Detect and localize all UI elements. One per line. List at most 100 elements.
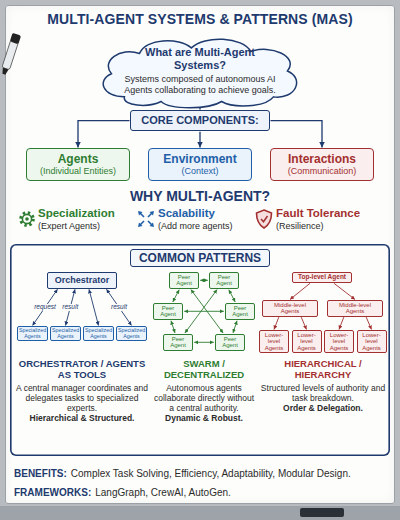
orchestrator-box: Orchestrator xyxy=(47,272,117,289)
node-heading: What are Multi-Agent Systems? xyxy=(122,46,278,72)
arrow-head xyxy=(138,223,143,228)
component-box: Interactions(Communication) xyxy=(270,148,374,181)
label-text: BENEFITS: xyxy=(14,468,67,479)
node-heading: Top-level Agent xyxy=(294,274,350,281)
node-body: (Individual Entities) xyxy=(31,166,125,177)
connector xyxy=(229,290,235,302)
node-heading: Peer Agent xyxy=(155,305,181,318)
label-text: (Resilience) xyxy=(276,221,390,232)
peer-box: Peer Agent xyxy=(225,303,255,320)
heading-box: CORE COMPONENTS: xyxy=(130,110,270,131)
eraser xyxy=(300,508,344,517)
connector xyxy=(33,289,58,325)
node-heading: Specialized Agents xyxy=(19,328,46,339)
label-text: Specialization xyxy=(38,207,142,221)
label-text: WHY MULTI-AGENT? xyxy=(0,188,400,205)
text-group: Specialization(Expert Agents) xyxy=(38,207,142,232)
peer-box: Peer Agent xyxy=(169,272,199,289)
level-box: Lower-level Agents xyxy=(259,330,289,353)
connector xyxy=(274,317,279,329)
label-text: SWARM / DECENTRALIZED xyxy=(152,358,256,381)
node-body: (Communication) xyxy=(275,166,369,177)
node-body: Systems composed of autonomous AI Agents… xyxy=(122,74,278,96)
label-text: Complex Task Solving, Efficiency, Adapta… xyxy=(71,468,351,479)
text-group: Fault Tolerance(Resilience) xyxy=(276,207,390,232)
connector xyxy=(200,280,208,281)
text-group: WHY MULTI-AGENT? xyxy=(0,188,400,205)
peer-box: Peer Agent xyxy=(215,334,245,351)
patterns-panel: COMMON PATTERNS OrchestratorSpecialized A… xyxy=(10,244,390,456)
shield-check xyxy=(261,216,268,222)
node-heading: Peer Agent xyxy=(217,336,243,349)
agent-box: Specialized Agents xyxy=(17,326,48,341)
node-heading: Specialized Agents xyxy=(85,328,112,339)
edge-label: request xyxy=(33,304,57,311)
label-text: Fault Tolerance xyxy=(276,207,390,221)
connector xyxy=(339,317,344,329)
agent-box: Specialized Agents xyxy=(50,326,81,341)
connector xyxy=(173,290,179,302)
level-box: Middle-level Agents xyxy=(327,300,383,317)
agent-box: Specialized Agents xyxy=(116,326,147,341)
arrow-head xyxy=(150,211,155,216)
connector xyxy=(271,121,323,148)
shield-outline xyxy=(257,210,272,228)
connector xyxy=(199,132,200,148)
connector xyxy=(301,317,306,329)
level-box: Top-level Agent xyxy=(292,272,352,283)
label-text: FRAMEWORKS: xyxy=(14,487,91,498)
label-text: Hierarchical & Structured. xyxy=(16,413,148,423)
node-heading: Middle-level Agents xyxy=(264,302,316,315)
connector xyxy=(107,289,132,325)
label-text: A central manager coordinates and delega… xyxy=(16,383,148,414)
shield-icon xyxy=(257,210,272,228)
node-heading: Peer Agent xyxy=(165,336,191,349)
node-body: (Context) xyxy=(153,166,247,177)
node-heading: Lower-level Agents xyxy=(326,332,352,351)
text-group: Scalability(Add more agents) xyxy=(158,207,262,232)
node-heading: Environment xyxy=(153,152,247,166)
node-heading: Peer Agent xyxy=(211,274,237,287)
node-heading: Orchestrator xyxy=(51,275,113,286)
node-heading: COMMON PATTERNS xyxy=(130,249,270,267)
node-heading: CORE COMPONENTS: xyxy=(137,114,263,127)
gear-teeth xyxy=(21,213,34,226)
agent-box: Specialized Agents xyxy=(83,326,114,341)
peer-box: Peer Agent xyxy=(163,334,193,351)
connector xyxy=(78,121,130,148)
level-box: Middle-level Agents xyxy=(262,300,318,317)
label-text: Scalability xyxy=(158,207,262,221)
arrow-head xyxy=(138,211,143,216)
label-text: Dynamic & Robust. xyxy=(152,413,256,423)
label-text: HIERARCHICAL / HIERARCHY xyxy=(260,358,386,381)
connector xyxy=(184,311,224,312)
node-heading: Specialized Agents xyxy=(52,328,79,339)
level-box: Lower-level Agents xyxy=(324,330,354,353)
edge-label: result xyxy=(110,304,128,311)
connector xyxy=(171,321,175,333)
pen-cap xyxy=(10,33,21,44)
peer-box: Peer Agent xyxy=(153,303,183,320)
connector xyxy=(334,283,355,299)
connector xyxy=(194,342,214,343)
connector xyxy=(366,317,371,329)
gear-hub xyxy=(25,217,29,221)
component-box: Agents(Individual Entities) xyxy=(26,148,130,181)
label-text: ORCHESTRATOR / AGENTS AS TOOLS xyxy=(16,358,148,381)
label-text: Order & Delegation. xyxy=(260,403,386,413)
text-group: HIERARCHICAL / HIERARCHYStructured level… xyxy=(260,358,386,413)
node-heading: Interactions xyxy=(275,152,369,166)
peer-box: Peer Agent xyxy=(209,272,239,289)
connector xyxy=(89,289,99,325)
node-heading: Lower-level Agents xyxy=(359,332,385,351)
text-group: SWARM / DECENTRALIZEDAutonomous agents c… xyxy=(152,358,256,424)
node-heading: Peer Agent xyxy=(171,274,197,287)
arrow-head xyxy=(150,223,155,228)
title: MULTI-AGENT SYSTEMS & PATTERNS (MAS) xyxy=(10,11,390,28)
connector xyxy=(290,283,310,299)
gear-icon xyxy=(21,213,34,226)
label-text: (Add more agents) xyxy=(158,221,262,232)
label-text: Autonomous agents collaborate directly w… xyxy=(152,383,256,414)
component-box: Environment(Context) xyxy=(148,148,252,181)
cloud-box: What are Multi-Agent Systems?Systems com… xyxy=(92,34,308,108)
